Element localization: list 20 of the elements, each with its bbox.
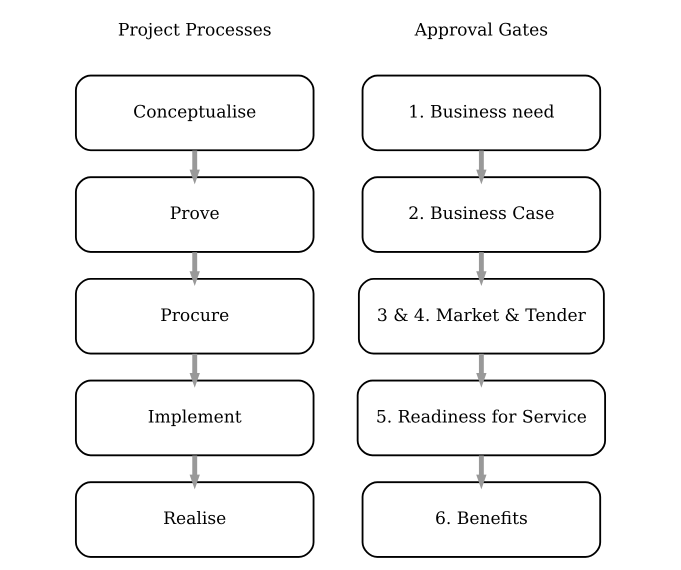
node-box: Implement xyxy=(74,380,314,456)
node-box: Realise xyxy=(74,481,314,558)
arrow xyxy=(476,150,487,184)
node-box: 2. Business Case xyxy=(362,176,602,253)
arrow xyxy=(190,150,200,184)
arrow xyxy=(476,456,487,490)
arrow xyxy=(190,252,200,286)
arrow xyxy=(190,354,200,388)
node-box: 5. Readiness for Service xyxy=(356,380,606,456)
node-box: Prove xyxy=(74,176,314,253)
arrow xyxy=(476,252,487,286)
node-box: Procure xyxy=(74,278,314,355)
arrow xyxy=(476,354,487,388)
label: Approval Gates xyxy=(414,20,548,40)
node-box: Conceptualise xyxy=(74,74,314,152)
node-box: 3 & 4. Market & Tender xyxy=(358,278,605,355)
node-box: 1. Business need xyxy=(362,74,602,152)
node-box: 6. Benefits xyxy=(362,481,602,558)
label: Project Processes xyxy=(118,20,272,40)
arrow xyxy=(190,456,200,490)
